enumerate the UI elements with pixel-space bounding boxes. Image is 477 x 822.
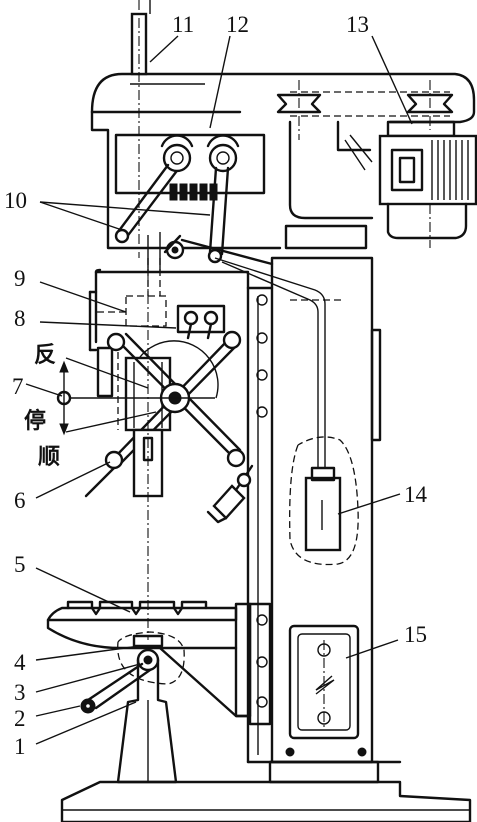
label-8: 8: [14, 306, 26, 331]
electrical-panel: [288, 624, 360, 740]
table-support-column: [116, 658, 178, 784]
label-15: 15: [404, 622, 427, 647]
part-number-labels: 11 12 13 10 9 8 7 6 14 5 15 4 3 2 1: [4, 12, 428, 759]
table-lift-crank: [80, 634, 164, 714]
spindle-box: [88, 232, 250, 398]
speed-change-handles: [114, 134, 274, 266]
label-10: 10: [4, 188, 27, 213]
motor: [378, 120, 477, 248]
spindle-sleeve: [132, 258, 164, 640]
label-6: 6: [14, 488, 26, 513]
label-stop: 停: [24, 408, 46, 434]
label-7: 7: [12, 374, 24, 399]
label-9: 9: [14, 266, 26, 291]
direction-arrow: [59, 360, 69, 436]
label-4: 4: [14, 650, 26, 675]
side-feed-handle: [206, 464, 254, 524]
cable-and-box: [214, 257, 359, 566]
label-3: 3: [14, 680, 26, 705]
work-table: [46, 600, 272, 726]
label-11: 11: [172, 12, 194, 37]
label-forward: 顺: [38, 445, 60, 470]
column-body: [246, 256, 402, 784]
spindle-shaft-upper: [130, 0, 151, 258]
label-14: 14: [404, 482, 428, 507]
label-13: 13: [346, 12, 369, 37]
electrical-switch: [176, 304, 226, 340]
label-reverse: 反: [34, 343, 56, 368]
column-rail-holes: [256, 294, 268, 708]
direction-labels: 反 停 顺: [24, 343, 60, 470]
base-plate: [60, 780, 472, 822]
motor-pulley-left: [276, 80, 322, 140]
label-2: 2: [14, 706, 26, 731]
top-head: [90, 72, 476, 250]
label-12: 12: [226, 12, 249, 37]
label-5: 5: [14, 552, 26, 577]
leader-lines: [25, 35, 413, 745]
label-1: 1: [14, 734, 26, 759]
